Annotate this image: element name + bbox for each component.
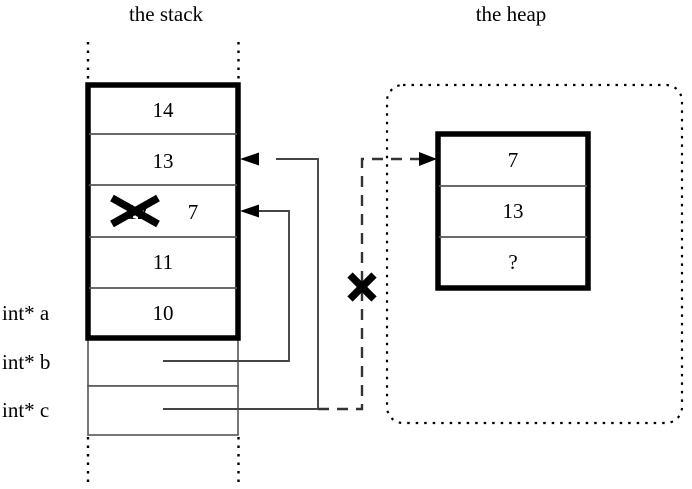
- stack-cell-value-0: 14: [152, 98, 174, 122]
- pointer-c-arrow: [163, 152, 319, 410]
- stack-title: the stack: [128, 2, 204, 26]
- dangling-pointer-dashed: [318, 152, 437, 411]
- pointer-label-b: int* b: [2, 350, 51, 374]
- heap-region-boundary: [385, 83, 684, 425]
- heap-cell-value-1: 13: [502, 199, 524, 223]
- stack-cell-value-4: 10: [152, 301, 174, 325]
- pointer-label-c: int* c: [2, 398, 50, 422]
- heap-cell-value-0: 7: [507, 148, 519, 172]
- heap-cell-value-2: ?: [508, 250, 518, 274]
- struck-value-x-mark: [110, 194, 160, 228]
- stack-row-c: [87, 385, 239, 436]
- pointer-b-arrow: [163, 204, 290, 362]
- invalid-pointer-x-mark: [347, 272, 377, 302]
- heap-block-box: [435, 131, 591, 291]
- stack-cell-value-3: 11: [152, 250, 174, 274]
- stack-cell-value-1: 13: [152, 149, 174, 173]
- stack-cell-value-2: 7: [187, 200, 199, 224]
- pointer-label-a: int* a: [2, 301, 50, 325]
- stack-frame-box: [85, 82, 241, 341]
- stack-cell-old-value-2: 12: [126, 200, 148, 224]
- stack-row-b: [87, 337, 239, 387]
- heap-title: the heap: [475, 2, 547, 26]
